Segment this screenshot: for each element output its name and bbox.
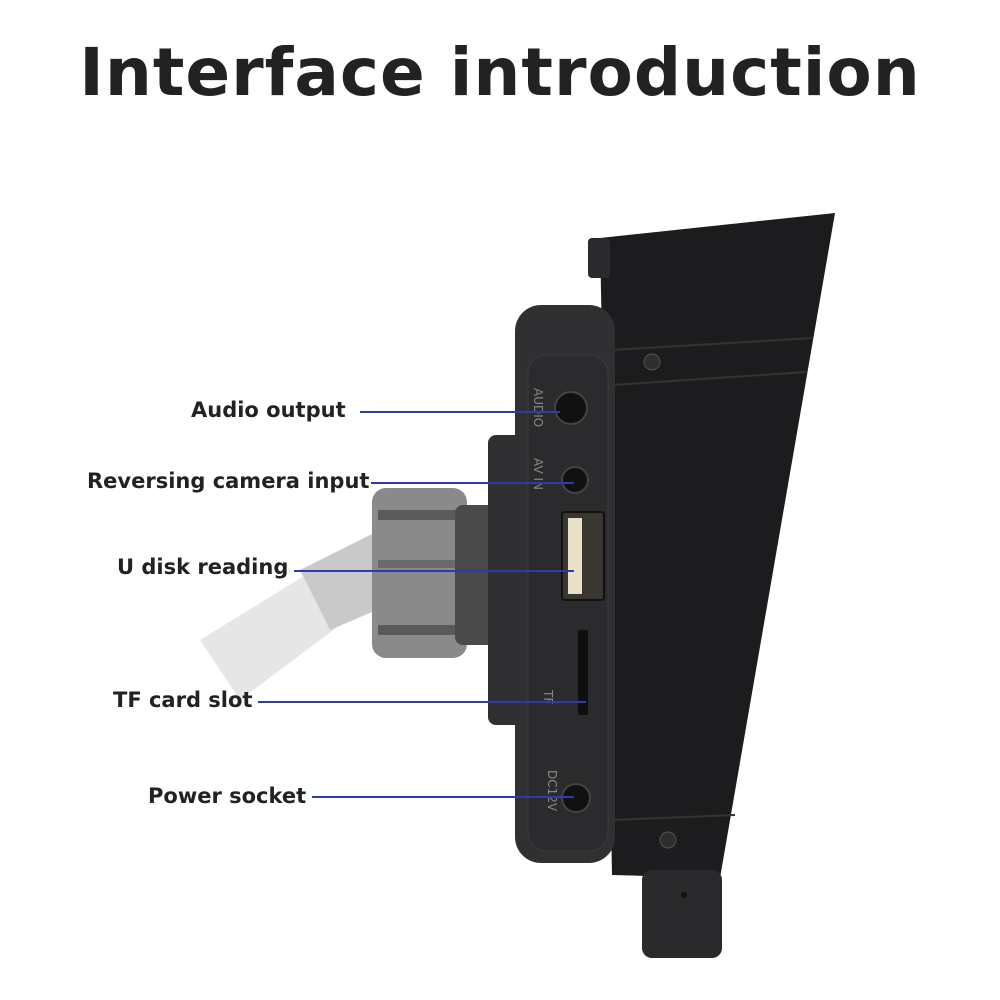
callout-power-socket: Power socket: [148, 784, 307, 808]
audio-jack: [554, 391, 588, 425]
callout-u-disk-reading: U disk reading: [117, 555, 289, 579]
port-label-dc12v: DC12V: [545, 770, 559, 812]
callout-line-av-in: [371, 482, 574, 484]
callout-line-power: [312, 796, 574, 798]
callout-tf-card-slot: TF card slot: [113, 688, 253, 712]
port-label-tf: TF: [541, 689, 555, 704]
callout-line-tf: [258, 701, 586, 703]
tf-slot: [578, 630, 588, 715]
callout-audio-output: Audio output: [191, 398, 346, 422]
callout-reversing-camera-input: Reversing camera input: [87, 469, 370, 493]
page-title: Interface introduction: [79, 34, 921, 111]
callout-line-audio: [360, 411, 560, 413]
port-label-av-in: AV IN: [531, 458, 545, 490]
av-in-jack: [561, 466, 589, 494]
dc-power-jack: [561, 783, 591, 813]
mount-strap: [642, 870, 722, 958]
callout-line-usb: [294, 570, 574, 572]
monitor-back-housing: [600, 213, 835, 878]
port-label-audio: AUDIO: [531, 388, 545, 427]
